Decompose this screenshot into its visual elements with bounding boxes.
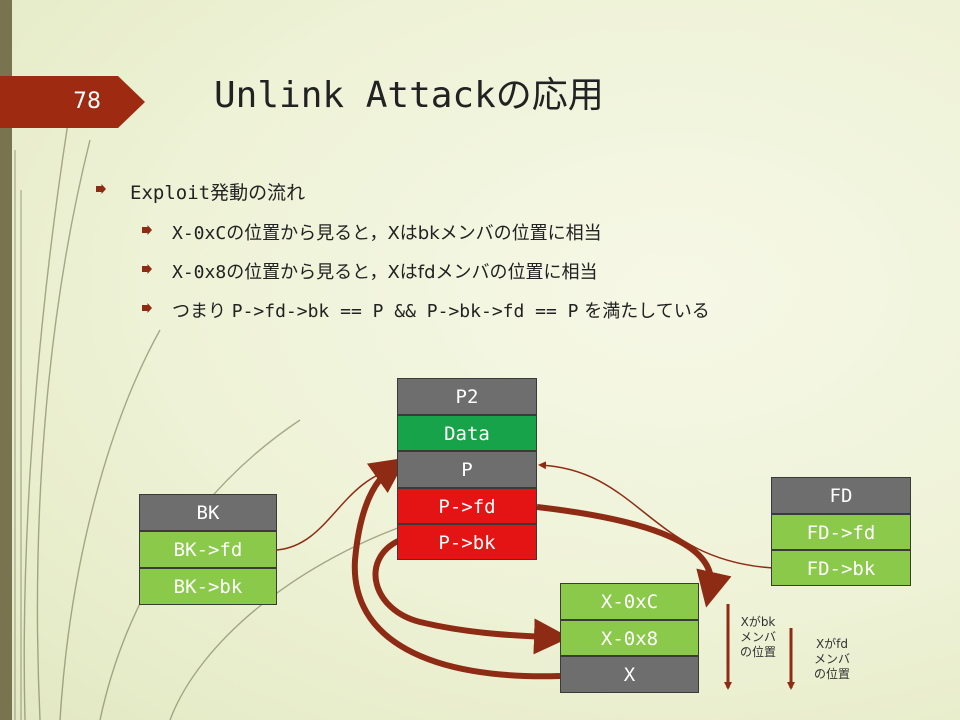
slide-number: 78 [0,76,145,128]
note-line: Xがfd [815,637,849,651]
arrow-bk-fd-to-p [276,465,400,551]
cell-bk: BK [139,494,277,531]
cell-p-fd: P->fd [397,488,537,524]
cell-p-bk: P->bk [397,524,537,560]
cell-x-0xc: X-0xC [560,583,699,620]
cell-fd: FD [771,477,911,514]
cell-bk-fd: BK->fd [139,531,277,568]
cell-data: Data [397,415,537,451]
note-line: の位置 [813,667,850,681]
bullet-text: の位置から見ると，Xはbkメンバの位置に相当 [226,223,602,244]
bullet-code: X-0xC [172,223,227,244]
left-strip [0,0,12,720]
arrow-p-fd-to-x-0xc [536,504,732,608]
bullet-x-0x8: X-0x8の位置から見ると，Xはfdメンバの位置に相当 [96,258,916,284]
note-x-as-bk: Xがbk メンバ の位置 [733,615,783,660]
cell-x: X [560,656,699,693]
bullet-list: Exploit発動の流れ X-0xCの位置から見ると，Xはbkメンバの位置に相当… [96,178,916,336]
bullet-condition: つまり P->fd->bk == P && P->bk->fd == P を満た… [96,297,916,323]
cell-bk-bk: BK->bk [139,568,277,605]
arrow-bullet-icon [96,184,106,194]
bullet-text: を満たしている [578,301,710,322]
note-line: の位置 [739,645,776,659]
bullet-code: X-0x8 [172,262,227,283]
arrow-bullet-icon [142,303,152,313]
cell-p: P [397,451,537,488]
bullet-code: P->fd->bk == P && P->bk->fd == P [231,301,579,322]
cell-x-0x8: X-0x8 [560,620,699,656]
cell-p2: P2 [397,378,537,415]
chunk-bk: BK BK->fd BK->bk [139,494,277,605]
cell-fd-fd: FD->fd [771,514,911,550]
bullet-pre: つまり [172,301,232,322]
bullet-text: Exploit発動の流れ [130,182,306,204]
bullet-text: の位置から見ると，Xはfdメンバの位置に相当 [226,262,598,283]
note-line: メンバ [739,630,776,644]
chunk-x: X-0xC X-0x8 X [560,583,699,693]
bullet-x-0xc: X-0xCの位置から見ると，Xはbkメンバの位置に相当 [96,219,916,245]
chunk-p2: P2 Data P P->fd P->bk [397,378,537,560]
note-x-as-fd: Xがfd メンバ の位置 [807,637,857,682]
slide-title: Unlink Attackの応用 [214,75,604,116]
note-line: メンバ [813,652,850,666]
bullet-exploit-flow: Exploit発動の流れ [96,178,916,205]
arrow-bullet-icon [142,225,152,235]
chunk-fd: FD FD->fd FD->bk [771,477,911,586]
arrow-fd-bk-to-p [538,461,774,569]
arrow-bullet-icon [142,264,152,274]
note-line: Xがbk [740,615,776,629]
cell-fd-bk: FD->bk [771,550,911,586]
